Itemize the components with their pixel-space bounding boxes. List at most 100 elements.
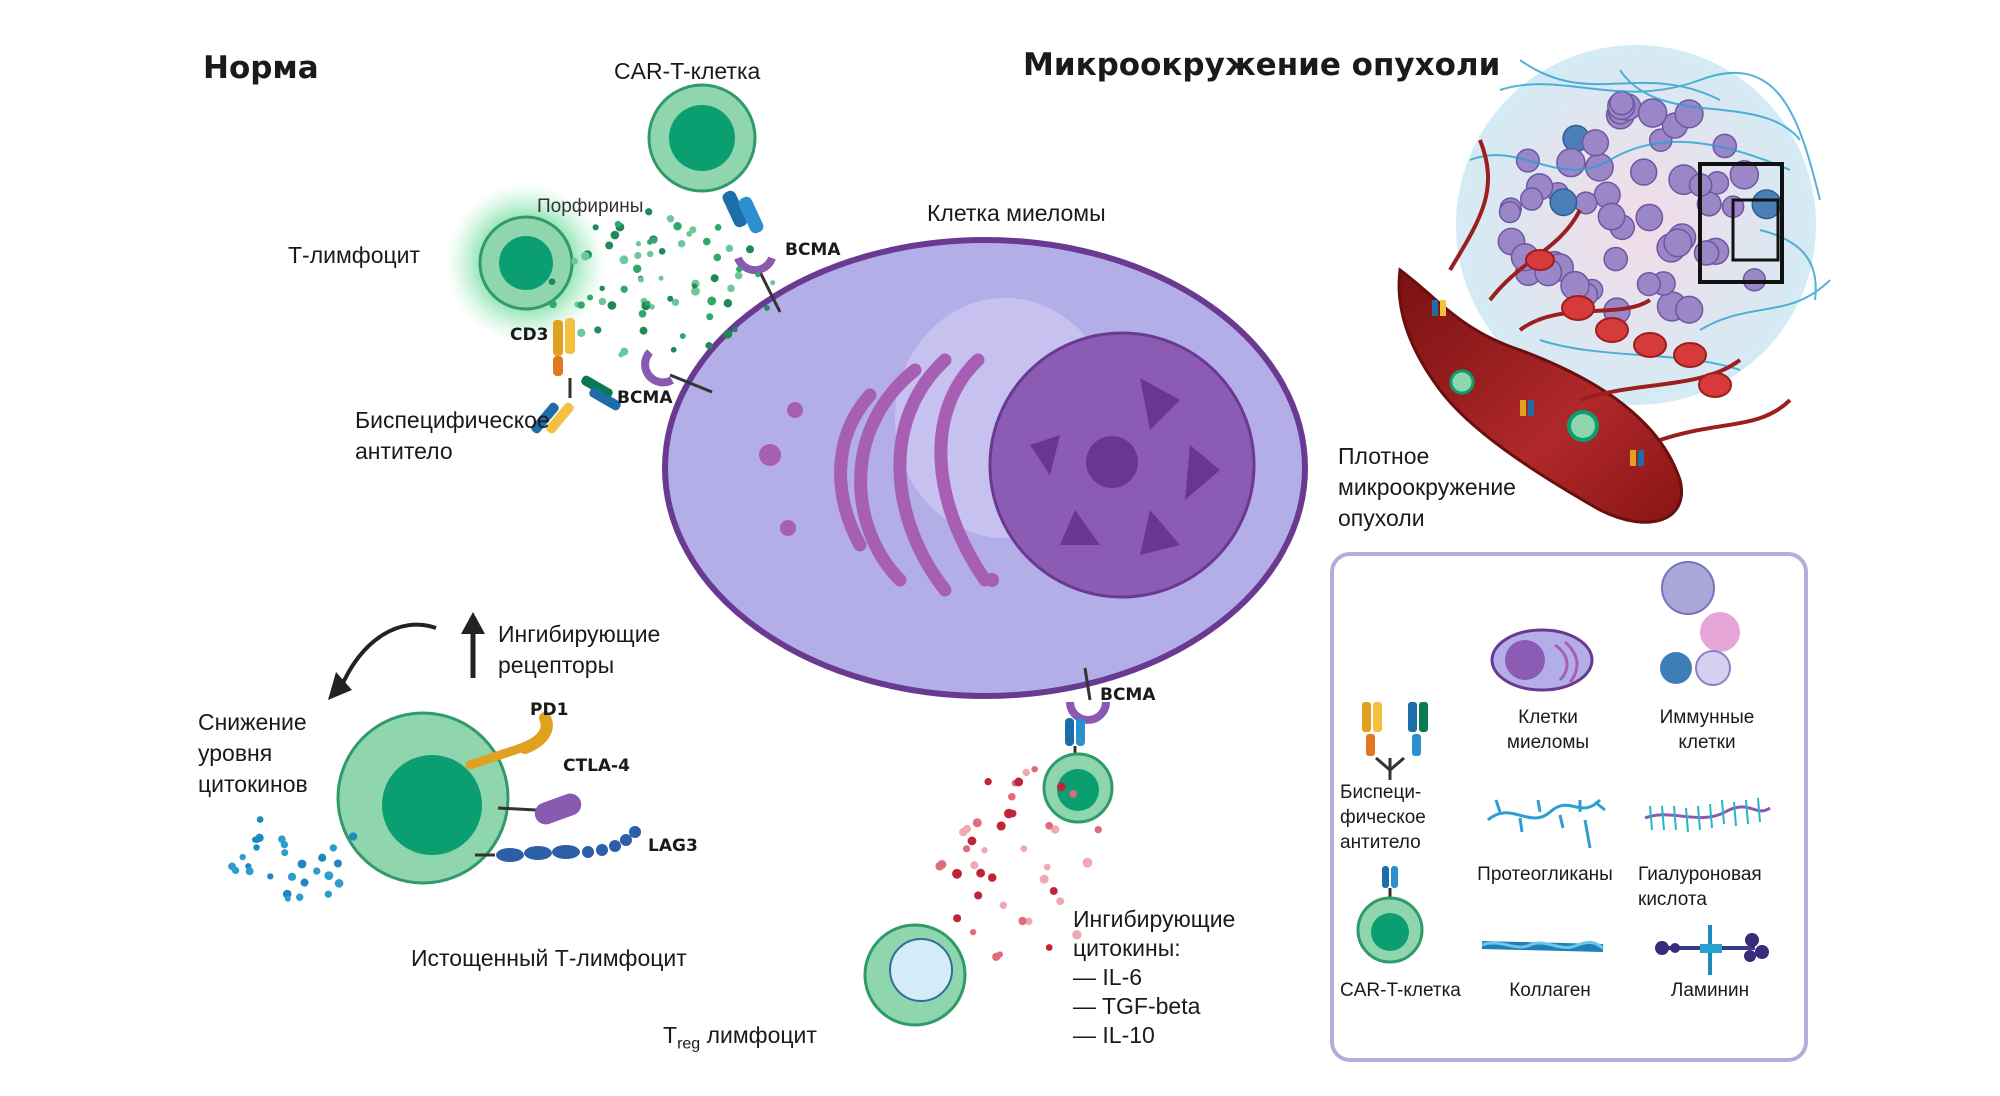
cytokine-dots-blue [228, 816, 358, 902]
porphyrin-dot [614, 220, 622, 228]
cytokine-dot-blue [251, 836, 259, 843]
cytokine-dot-blue [267, 873, 274, 880]
tumor-cell [1581, 129, 1610, 157]
legend-bispecific-icon [1362, 702, 1428, 780]
header-norm: Норма [203, 50, 319, 86]
legend-proteoglycan-icon [1486, 798, 1606, 849]
porphyrin-dot [770, 280, 776, 286]
cytokine-dot-red [1039, 874, 1049, 884]
porphyrin-dot [658, 247, 666, 255]
porphyrin-dot [619, 255, 629, 265]
cytokine-dot-red [1008, 792, 1016, 801]
fiber-network [1469, 59, 1831, 371]
cytokine-dot-blue [245, 867, 254, 876]
label-inhibitory-receptors: Ингибирующие рецепторы [498, 621, 661, 678]
legend-laminin: Ламинин [1670, 980, 1750, 1001]
porphyrin-dot [736, 266, 743, 273]
cytokine-dot-red [1014, 777, 1024, 787]
porphyrin-dot [577, 301, 585, 309]
t-lymphocyte-glow [446, 183, 606, 343]
label-cytokine-decrease: Снижение уровня цитокинов [198, 709, 308, 797]
porphyrin-dot [689, 226, 697, 234]
cytokine-dot-red [1031, 765, 1038, 773]
porphyrin-dot [673, 222, 682, 231]
legend-collagen-icon [1481, 940, 1604, 952]
porphyrin-dot [727, 284, 735, 293]
car-t-cell-top [647, 83, 764, 234]
tumor-cell [1498, 201, 1522, 224]
porphyrin-dot [666, 215, 675, 223]
porphyrin-dot [710, 274, 719, 283]
legend-hyaluronic: Гиалуроновая кислота [1638, 864, 1762, 910]
cytokine-dot-red [999, 901, 1008, 909]
cytokine-dot-blue [287, 872, 297, 881]
legend-immune-icon [1660, 561, 1740, 686]
tumor-cell [1549, 188, 1578, 217]
legend-proteoglycans: Протеогликаны [1477, 864, 1613, 885]
cytokine-dot-blue [333, 859, 342, 868]
cytokine-dot-blue [324, 871, 334, 881]
cytokine-dot-red [1043, 863, 1051, 871]
porphyrin-dot [586, 294, 594, 301]
porphyrin-dot [677, 239, 686, 248]
legend-collagen: Коллаген [1509, 980, 1591, 1001]
porphyrin-dot [734, 271, 743, 280]
label-myeloma-cell: Клетка миеломы [927, 200, 1106, 226]
porphyrin-dot [746, 245, 754, 254]
porphyrin-dot [634, 251, 642, 260]
bcma-receptor-bottom [1066, 667, 1110, 724]
porphyrin-dots [548, 208, 776, 358]
porphyrin-dot [645, 208, 653, 216]
cytokine-dot-red [1008, 809, 1017, 818]
porphyrin-dot [605, 241, 614, 250]
label-car-t-cell: CAR-T-клетка [614, 58, 761, 84]
porphyrin-dot [549, 300, 557, 309]
porphyrin-dot [639, 326, 648, 335]
cytokine-dot-red [1020, 845, 1028, 852]
tumor-cell [1635, 203, 1664, 232]
cytokine-dot-red [1094, 826, 1102, 834]
cytokine-dot-red [962, 845, 971, 853]
porphyrin-dot [635, 241, 642, 247]
cytokine-dot-red [996, 951, 1003, 958]
porphyrin-dot [667, 295, 674, 302]
porphyrin-dot [670, 346, 677, 353]
cytokine-dot-blue [297, 859, 307, 869]
legend-icons [1356, 561, 1771, 975]
zoom-box [1698, 162, 1784, 284]
legend-myeloma-icon [1490, 628, 1594, 692]
tumor-cell [1597, 202, 1626, 231]
cytokine-dot-blue [295, 893, 304, 901]
cytokine-dot-blue [253, 844, 260, 851]
tumor-cell [1729, 160, 1760, 190]
label-bcma-mid: BCMA [617, 388, 673, 408]
bcma-receptor-mid [641, 349, 713, 394]
blood-vessel [1397, 267, 1683, 524]
porphyrin-dot [607, 301, 617, 310]
porphyrin-dot [679, 333, 686, 339]
cytokine-dot-blue [349, 832, 358, 841]
label-lag3: LAG3 [648, 836, 698, 856]
cytokine-dot-red [981, 847, 988, 854]
cytokine-dot-red [984, 778, 992, 786]
label-bcma-top: BCMA [785, 240, 841, 260]
cytokine-dot-blue [239, 853, 246, 861]
cytokine-dot-red [996, 821, 1006, 831]
cytokine-dot-blue [313, 867, 321, 875]
porphyrin-dot [707, 296, 717, 306]
up-arrow [461, 612, 485, 678]
porphyrin-dot [702, 237, 711, 246]
cytokine-dot-red [959, 827, 968, 837]
porphyrin-dot [732, 327, 738, 333]
porphyrin-dot [755, 272, 761, 278]
porphyrin-dot [691, 286, 700, 296]
cytokine-dot-red [987, 873, 997, 882]
legend-car-t: CAR-T-клетка [1340, 980, 1461, 1001]
cytokine-dot-red [974, 891, 983, 900]
porphyrin-dot [594, 326, 602, 334]
cytokine-dot-red [952, 868, 962, 879]
tumor-cell [1742, 268, 1767, 292]
cytokine-dot-blue [281, 849, 289, 857]
porphyrin-dot [706, 313, 714, 321]
